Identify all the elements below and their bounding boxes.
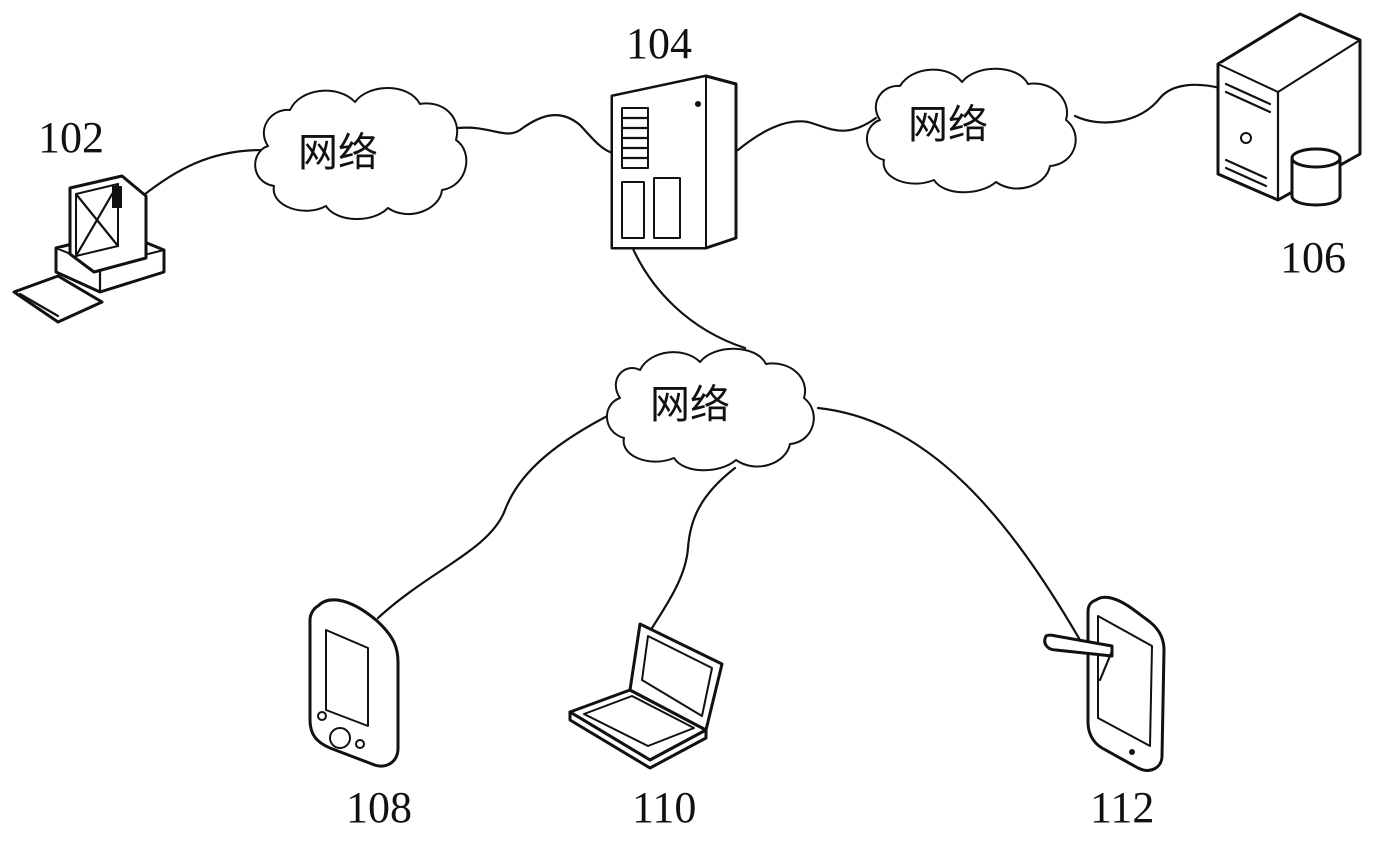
cloud-icon: [254, 87, 468, 221]
database-server-icon: [1216, 12, 1362, 207]
cloud-network-right: 网络: [866, 67, 1077, 194]
link-cloud-left-server: [456, 114, 612, 154]
link-desktop-cloud-left: [138, 148, 264, 200]
server-tower-icon: [610, 74, 738, 250]
cloud-network-left: 网络: [254, 87, 468, 221]
cloud-network-bottom: 网络: [606, 347, 815, 472]
cloud-label: 网络: [298, 130, 378, 176]
node-server-db: 106: [1216, 12, 1362, 282]
link-cloud-bottom-laptop: [650, 466, 737, 630]
node-label: 110: [632, 783, 696, 832]
node-label: 112: [1090, 783, 1154, 832]
node-phone: 108: [308, 598, 412, 832]
node-label: 106: [1280, 233, 1346, 282]
link-cloud-bottom-tablet: [816, 406, 1082, 642]
connections: [138, 83, 1222, 642]
cloud-label: 网络: [650, 382, 730, 428]
desktop-computer-icon: [12, 174, 166, 324]
cloud-icon: [866, 67, 1077, 194]
node-label: 108: [346, 783, 412, 832]
node-desktop: 102: [12, 113, 166, 324]
link-cloud-bottom-phone: [376, 410, 617, 620]
tablet-icon: [1043, 595, 1166, 772]
node-tablet: 112: [1043, 595, 1166, 832]
node-laptop: 110: [568, 622, 724, 832]
link-cloud-right-db: [1073, 83, 1222, 124]
link-server-cloud-bottom: [628, 240, 747, 350]
node-label: 102: [38, 113, 104, 162]
cloud-label: 网络: [908, 102, 988, 148]
node-server-main: 104: [610, 19, 738, 250]
node-label: 104: [626, 19, 692, 68]
link-server-cloud-right: [736, 116, 878, 152]
smartphone-icon: [308, 598, 400, 768]
laptop-icon: [568, 622, 724, 770]
cloud-icon: [606, 347, 815, 472]
